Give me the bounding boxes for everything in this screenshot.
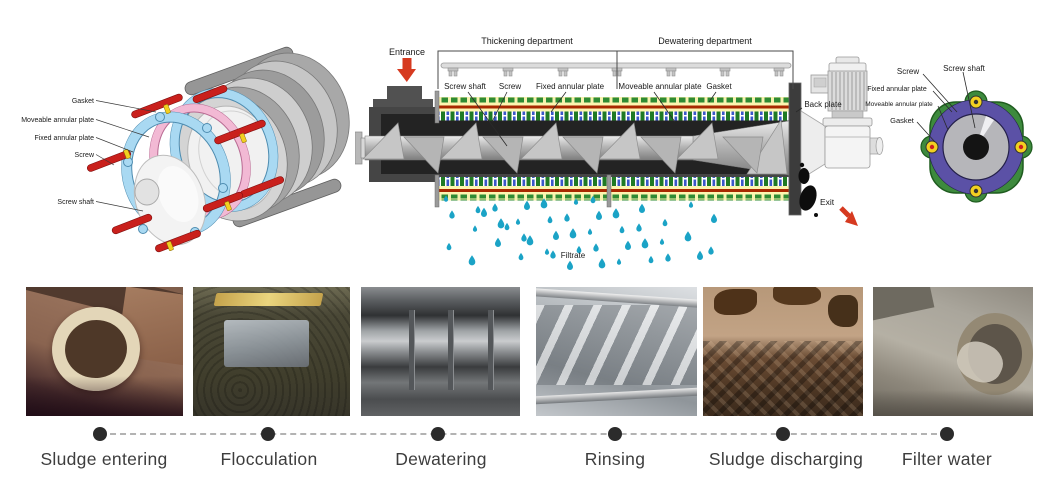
timeline-dot-2	[261, 427, 275, 441]
label-screw-shaft: Screw shaft	[444, 82, 487, 91]
label-screw: Screw	[897, 67, 919, 76]
discharged-sludge	[798, 162, 818, 217]
label-moveable-annular-plate: Moveable annular plate	[21, 117, 94, 124]
step-label-filter-water: Filter water	[901, 449, 993, 469]
drive-motor	[800, 56, 884, 180]
photo-sludge-discharging	[703, 287, 863, 416]
front-view-diagram: Screw Screw shaft Fixed annular plate Mo…	[865, 64, 1033, 203]
timeline-dashed-line	[100, 433, 947, 435]
cross-section-diagram: Entrance Thickening department Dewaterin…	[355, 36, 884, 270]
photo-flocculation	[193, 287, 350, 416]
label-screw-shaft: Screw shaft	[57, 199, 94, 206]
timeline-dot-4	[608, 427, 622, 441]
annular-plate-stack-bottom	[438, 177, 792, 201]
exploded-view-leader-lines	[95, 100, 157, 212]
label-screw: Screw	[75, 152, 95, 159]
timeline-dot-5	[776, 427, 790, 441]
label-dewatering-department: Dewatering department	[658, 36, 752, 46]
annular-plate-stack-top	[438, 97, 792, 121]
cross-section-leader-lines	[467, 91, 803, 147]
photo-dewatering	[361, 287, 520, 416]
timeline-dot-1	[93, 427, 107, 441]
screw-cone	[133, 154, 207, 246]
label-fixed-annular-plate: Fixed annular plate	[34, 135, 94, 142]
label-gasket: Gasket	[706, 82, 732, 91]
exploded-view-diagram: Gasket Moveable annular plate Fixed annu…	[21, 46, 350, 253]
step-label-sludge-entering: Sludge entering	[40, 449, 168, 469]
photo-filter-water	[873, 287, 1033, 416]
label-thickening-department: Thickening department	[481, 36, 573, 46]
rod-collars	[123, 104, 247, 251]
label-filtrate: Filtrate	[561, 251, 586, 260]
label-moveable-annular-plate: Moveable annular plate	[618, 82, 702, 91]
back-plate	[788, 82, 802, 216]
ring-lugs	[123, 112, 228, 237]
photo-rinsing	[536, 287, 697, 416]
label-screw-shaft: Screw shaft	[943, 64, 986, 73]
screw-assembly	[355, 118, 820, 177]
step-label-sludge-discharging: Sludge discharging	[708, 449, 864, 469]
step-label-rinsing: Rinsing	[584, 449, 646, 469]
photo-sludge-entering	[26, 287, 183, 416]
label-screw: Screw	[499, 82, 521, 91]
label-gasket: Gasket	[890, 116, 915, 125]
label-gasket: Gasket	[72, 98, 94, 105]
section-brackets	[437, 50, 794, 89]
timeline-dot-6	[940, 427, 954, 441]
label-entrance: Entrance	[389, 47, 425, 57]
entrance-arrow-icon	[397, 58, 416, 82]
filtrate-droplets	[443, 195, 717, 270]
label-fixed-annular-plate: Fixed annular plate	[867, 86, 927, 93]
top-support-rail	[440, 62, 792, 77]
timeline-dot-3	[431, 427, 445, 441]
front-view-assembly	[920, 90, 1033, 203]
exit-arrow-icon	[839, 206, 858, 226]
label-exit: Exit	[820, 197, 835, 207]
step-label-dewatering: Dewatering	[395, 449, 487, 469]
label-back-plate: Back plate	[804, 100, 842, 109]
tie-rods	[86, 85, 285, 253]
step-label-flocculation: Flocculation	[220, 449, 318, 469]
label-fixed-annular-plate: Fixed annular plate	[536, 82, 605, 91]
front-view-leader-lines	[916, 71, 976, 143]
label-moveable-annular-plate: Moveable annular plate	[865, 101, 933, 108]
